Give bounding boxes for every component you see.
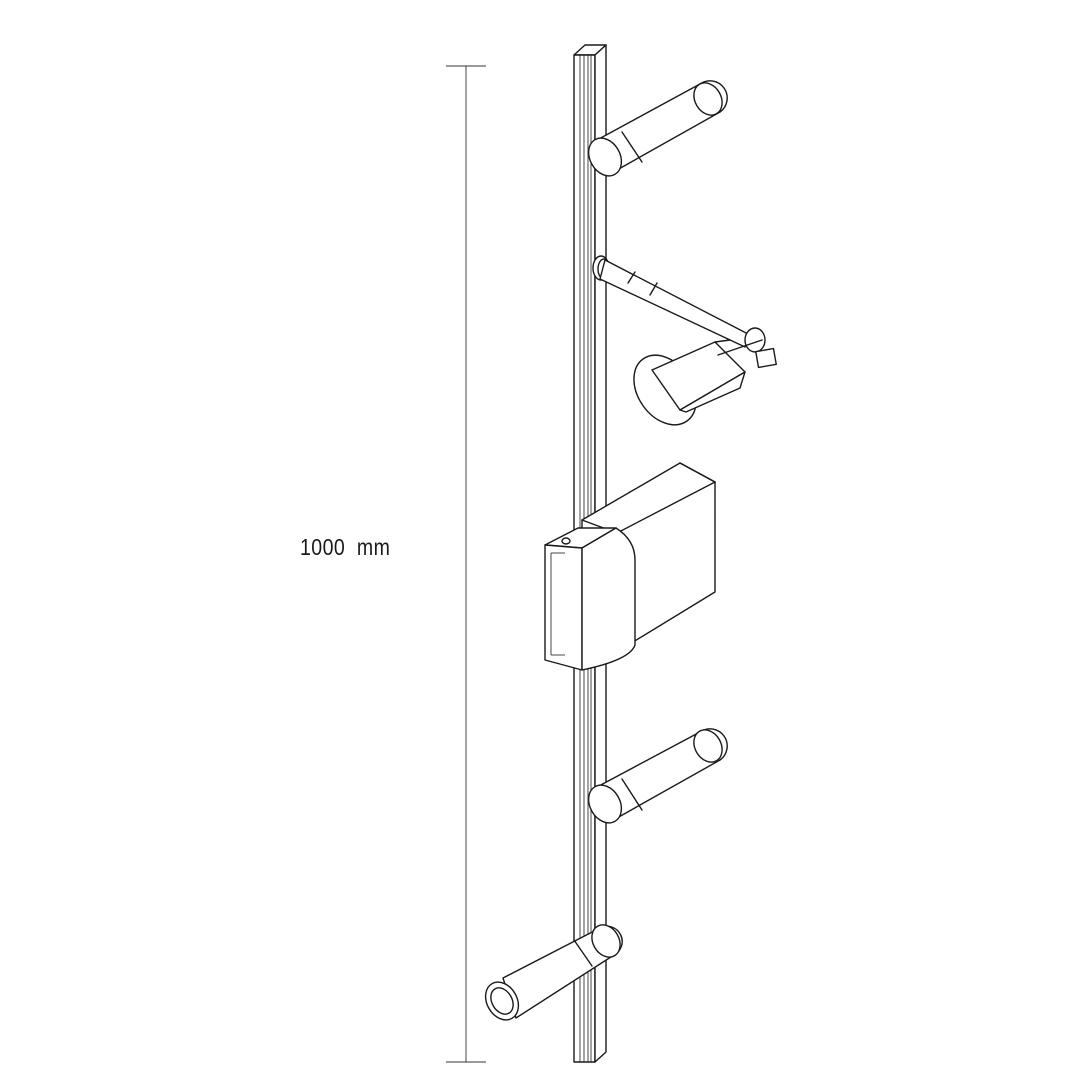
cylinder-spotlight-bottom bbox=[484, 924, 623, 1021]
dimension-line bbox=[446, 65, 486, 1063]
cylinder-spotlight-top bbox=[587, 80, 728, 177]
cylinder-spotlight-lower bbox=[587, 728, 728, 824]
dimension-label: 1000 mm bbox=[300, 534, 391, 560]
box-lamp bbox=[544, 462, 716, 671]
arm-spotlight bbox=[592, 255, 777, 426]
